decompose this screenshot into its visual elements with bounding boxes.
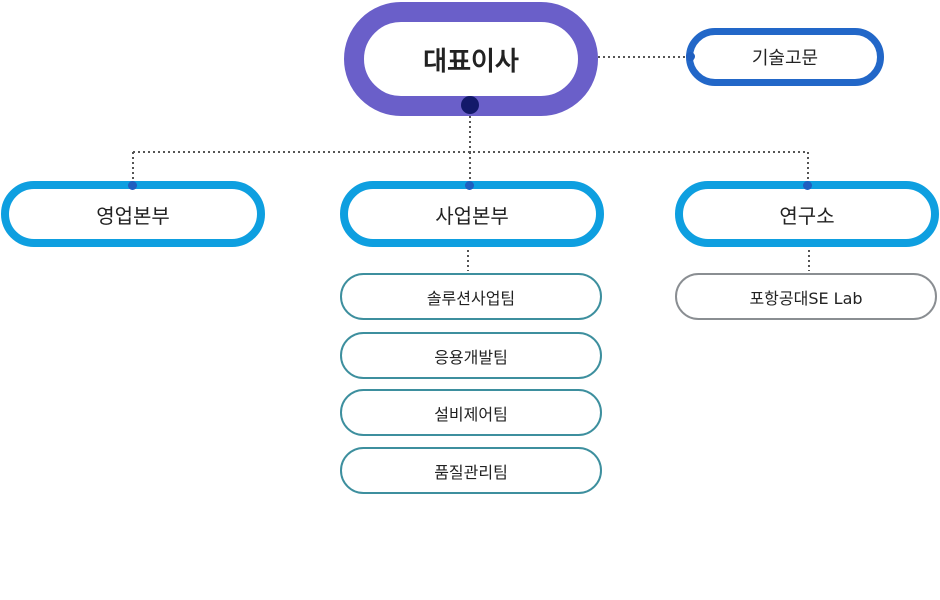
research-lab-node: 포항공대SE Lab [675, 273, 937, 320]
advisor-connector-dot [686, 52, 695, 61]
team-label: 솔루션사업팀 [426, 288, 516, 308]
advisor-label: 기술고문 [751, 48, 819, 69]
team-node: 품질관리팀 [340, 447, 602, 494]
ceo-label: 대표이사 [423, 46, 519, 77]
team-label: 응용개발팀 [434, 347, 508, 367]
business-division-node: 사업본부 [340, 181, 604, 247]
business-division-label: 사업본부 [435, 203, 509, 228]
research-division-node: 연구소 [675, 181, 939, 247]
sales-division-label: 영업본부 [96, 203, 170, 228]
team-label: 설비제어팀 [434, 404, 508, 424]
research-division-label: 연구소 [779, 203, 835, 228]
team-label: 품질관리팀 [434, 462, 508, 482]
ceo-connector-dot [461, 96, 479, 114]
sales-division-node: 영업본부 [1, 181, 265, 247]
business-connector-dot [465, 181, 474, 190]
team-node: 솔루션사업팀 [340, 273, 602, 320]
team-node: 응용개발팀 [340, 332, 602, 379]
research-lab-label: 포항공대SE Lab [749, 288, 863, 308]
research-connector-dot [803, 181, 812, 190]
advisor-node: 기술고문 [686, 28, 884, 86]
team-node: 설비제어팀 [340, 389, 602, 436]
sales-connector-dot [128, 181, 137, 190]
